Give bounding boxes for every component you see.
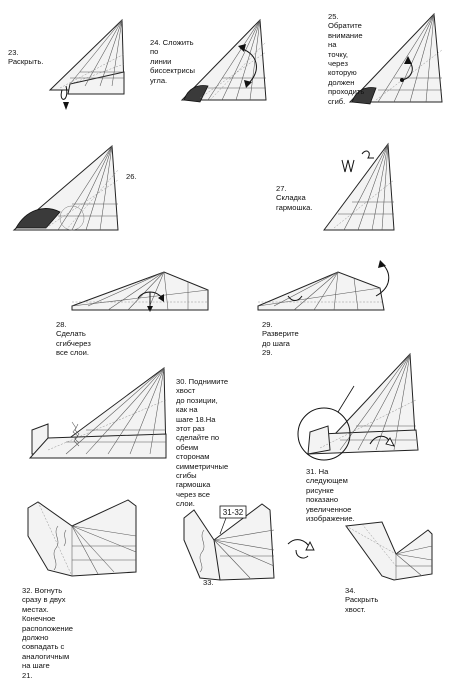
step-27-figure — [323, 142, 395, 231]
step-34-figure — [345, 521, 433, 581]
step-29-figure — [257, 260, 390, 311]
step-25-caption: 25. Обратите внимание на точку, через ко… — [328, 12, 365, 106]
step-28-caption: 28. Сделать сгибчерез все слои. — [56, 320, 91, 358]
step-33-caption: 33. — [203, 578, 214, 587]
step-28-figure — [71, 271, 209, 312]
step-24-figure — [180, 18, 267, 103]
step-30-figure — [28, 367, 167, 459]
step-32-figure — [27, 499, 137, 577]
step-25-figure — [348, 12, 443, 105]
step-26-caption: 26. — [126, 172, 137, 181]
step-34-caption: 34. Раскрыть хвост. — [345, 586, 379, 614]
step-23-figure — [48, 18, 125, 110]
step-33-figure: 31-32 — [183, 503, 315, 581]
step-33-reference-label: 31-32 — [223, 508, 244, 517]
step-29-caption: 29. Разверите до шага 29. — [262, 320, 299, 358]
step-32-caption: 32. Вогнуть сразу в двух местах. Конечно… — [22, 586, 74, 680]
step-23-caption: 23. Раскрыть. — [8, 48, 44, 67]
step-31-caption: 31. На следующем рисунке показано увелич… — [306, 467, 355, 524]
origami-instruction-page: { "steps": [ {"id": "23", "caption": "23… — [8, 12, 443, 680]
step-26-figure — [12, 144, 119, 231]
step-31-figure — [297, 352, 419, 461]
step-24-caption: 24. Сложить по линии биссектрисы угла. — [150, 38, 196, 85]
step-27-caption: 27. Складка гармошка. — [276, 184, 313, 212]
step-30-caption: 30. Поднимите хвост до позиции, как на ш… — [176, 377, 229, 509]
